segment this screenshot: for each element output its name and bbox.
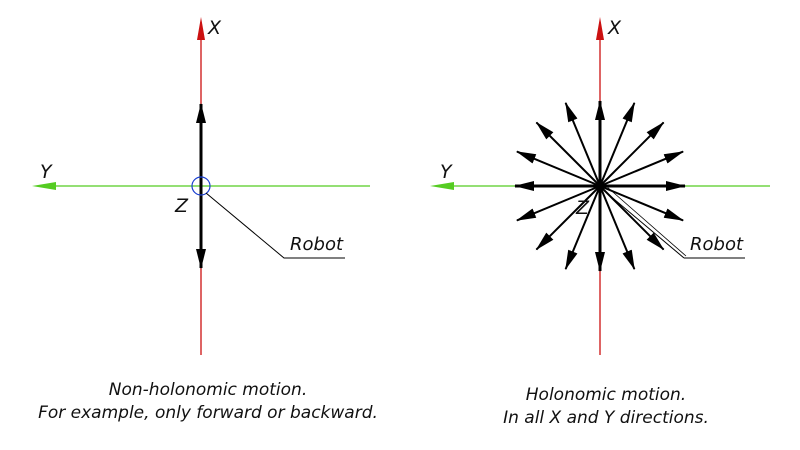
right-robot-leader-a: [601, 188, 685, 259]
left-panel: X Y Z Robot Non-holonomic motion. For ex…: [32, 17, 378, 423]
right-panel: X Y Z Robot Holonomic motion. In all X a…: [430, 17, 770, 428]
direction-arrow-11: [515, 185, 601, 222]
right-robot-label: Robot: [690, 234, 744, 255]
left-robot-label: Robot: [290, 234, 344, 255]
left-z-axis-label: Z: [174, 195, 189, 217]
direction-arrow-10: [535, 185, 601, 251]
left-robot-marker: [191, 176, 211, 196]
omnidirectional-arrows: [514, 100, 686, 272]
right-caption-line2: In all X and Y directions.: [503, 408, 709, 428]
right-y-axis-arrowhead: [430, 182, 454, 190]
left-x-axis-arrowhead: [197, 17, 205, 40]
direction-arrow-13: [515, 150, 601, 187]
right-y-axis-label: Y: [440, 161, 453, 183]
direction-arrow-5: [599, 185, 685, 222]
left-robot-leader: [205, 192, 345, 259]
left-caption-line2: For example, only forward or backward.: [38, 403, 378, 423]
right-caption-line1: Holonomic motion.: [526, 385, 686, 405]
right-x-axis-arrowhead: [596, 17, 604, 40]
left-y-axis-label: Y: [40, 161, 53, 183]
direction-arrow-1: [599, 101, 636, 187]
left-y-axis-arrowhead: [32, 182, 56, 190]
right-robot-leader-b: [605, 185, 687, 257]
direction-arrow-3: [599, 150, 685, 187]
left-x-axis-label: X: [207, 17, 222, 39]
direction-arrow-2: [599, 121, 665, 187]
direction-arrow-9: [564, 185, 601, 271]
left-caption-line1: Non-holonomic motion.: [109, 380, 307, 400]
right-z-axis-label: Z: [575, 197, 590, 219]
right-x-axis-label: X: [607, 17, 622, 39]
direction-arrow-7: [599, 185, 636, 271]
direction-arrow-15: [564, 101, 601, 187]
direction-arrow-14: [535, 121, 601, 187]
